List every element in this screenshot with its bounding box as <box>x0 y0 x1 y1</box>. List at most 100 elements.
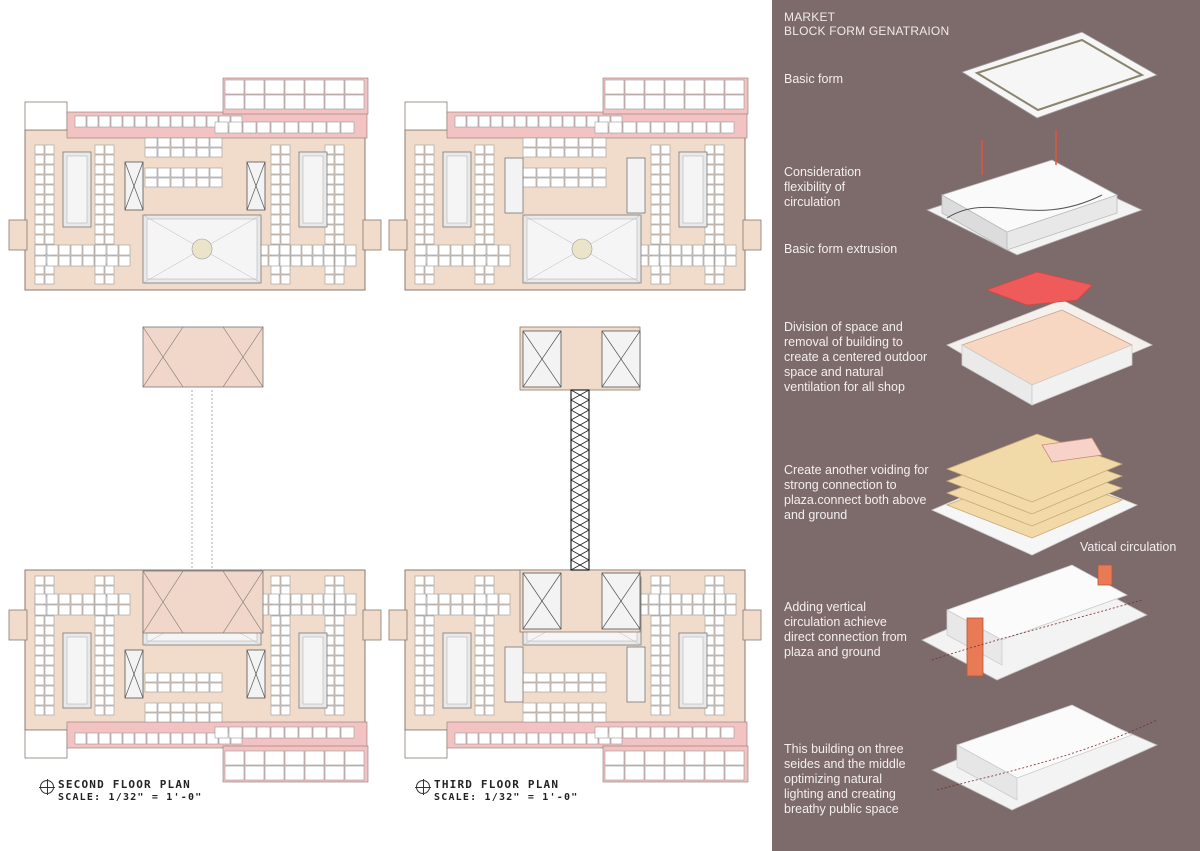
shop-cell <box>86 732 99 745</box>
shop-cell <box>692 121 707 134</box>
shop-cell <box>586 115 599 128</box>
shop-cell <box>170 137 184 148</box>
shop-cell <box>44 575 55 586</box>
shop-cell <box>158 732 171 745</box>
division-front <box>1031 344 1133 406</box>
shop-cell <box>714 164 725 175</box>
shop-cell <box>298 726 313 739</box>
shop-cell <box>474 604 487 616</box>
shop-cell <box>474 625 485 636</box>
truss-member <box>570 399 590 411</box>
shop-cell <box>324 224 335 235</box>
shop-cell <box>44 174 55 185</box>
shop-cell <box>714 675 725 686</box>
shop-cell <box>538 732 551 745</box>
shop-cell <box>196 167 210 178</box>
shop-cell <box>209 702 223 713</box>
shop-cell <box>270 224 281 235</box>
shop-cell <box>104 194 115 205</box>
shop-cell <box>704 765 725 781</box>
shop-cell <box>424 665 435 676</box>
shop-cell <box>692 604 704 616</box>
shop-cell <box>562 732 575 745</box>
shop-cell <box>644 79 665 95</box>
shop-cell <box>660 214 671 225</box>
shop-cell <box>280 264 291 275</box>
shop-cell <box>280 675 291 686</box>
shop-cell <box>34 695 45 706</box>
shop-cell <box>660 154 671 165</box>
shop-cell <box>424 625 435 636</box>
shop-cell <box>478 115 491 128</box>
shop-cell <box>182 732 195 745</box>
shop-cell <box>536 167 551 178</box>
shop-cell <box>414 194 425 205</box>
shop-cell <box>426 255 439 267</box>
shop-cell <box>301 593 313 605</box>
shop-cell <box>450 255 463 267</box>
shop-cell <box>34 214 45 225</box>
shop-cell <box>474 255 487 267</box>
shop-cell <box>134 115 147 128</box>
shop-cell <box>34 585 45 596</box>
shop-cell <box>44 234 55 245</box>
shop-cell <box>692 593 704 605</box>
shop-cell <box>34 184 45 195</box>
shop-cell <box>660 675 671 686</box>
shop-cell <box>594 726 609 739</box>
shop-cell <box>170 732 183 745</box>
shop-cell <box>98 115 111 128</box>
shop-cell <box>474 615 485 626</box>
shop-cell <box>268 593 280 605</box>
shop-cell <box>323 255 335 267</box>
shop-cell <box>484 695 495 706</box>
shop-cell <box>44 655 55 666</box>
shop-cell <box>270 154 281 165</box>
shop-cell <box>280 214 291 225</box>
shop-cell <box>604 94 625 110</box>
shop-cell <box>414 264 425 275</box>
shop-cell <box>474 645 485 656</box>
shop-cell <box>426 244 439 256</box>
panel-title: MARKET BLOCK FORM GENATRAION <box>784 10 949 38</box>
shop-cell <box>438 244 451 256</box>
shop-cell <box>681 593 693 605</box>
shop-cell <box>324 575 335 586</box>
shop-cell <box>104 164 115 175</box>
shop-cell <box>650 665 661 676</box>
shop-cell <box>714 274 725 285</box>
shop-cell <box>650 121 665 134</box>
shop-cell <box>684 750 705 766</box>
shop-cell <box>312 255 324 267</box>
floor-block <box>388 77 762 291</box>
shop-cell <box>424 585 435 596</box>
shop-cell <box>94 174 105 185</box>
shop-cell <box>484 575 495 586</box>
shop-cell <box>484 705 495 716</box>
shop-cell <box>650 655 661 666</box>
shop-cell <box>82 255 95 267</box>
shop-cell <box>94 645 105 656</box>
shop-cell <box>44 615 55 626</box>
shop-cell <box>564 682 579 693</box>
shop-cell <box>118 604 131 616</box>
shop-cell <box>414 255 427 267</box>
shop-cell <box>34 675 45 686</box>
shop-cell <box>280 665 291 676</box>
shop-cell <box>104 174 115 185</box>
step-extrusion: Basic form extrusion <box>784 242 898 256</box>
third-plan-bridge <box>519 326 641 633</box>
step-basic-form: Basic form <box>784 72 844 86</box>
shop-cell <box>484 665 495 676</box>
shop-cell <box>94 244 107 256</box>
shop-cell <box>450 593 463 605</box>
shop-cell <box>486 255 499 267</box>
shop-cell <box>484 264 495 275</box>
shop-cell <box>44 204 55 215</box>
shop-cell <box>334 244 346 256</box>
shop-cell <box>280 164 291 175</box>
shop-cell <box>334 685 345 696</box>
shop-cell <box>324 94 345 110</box>
shop-cell <box>118 244 131 256</box>
shop-cell <box>209 137 223 148</box>
